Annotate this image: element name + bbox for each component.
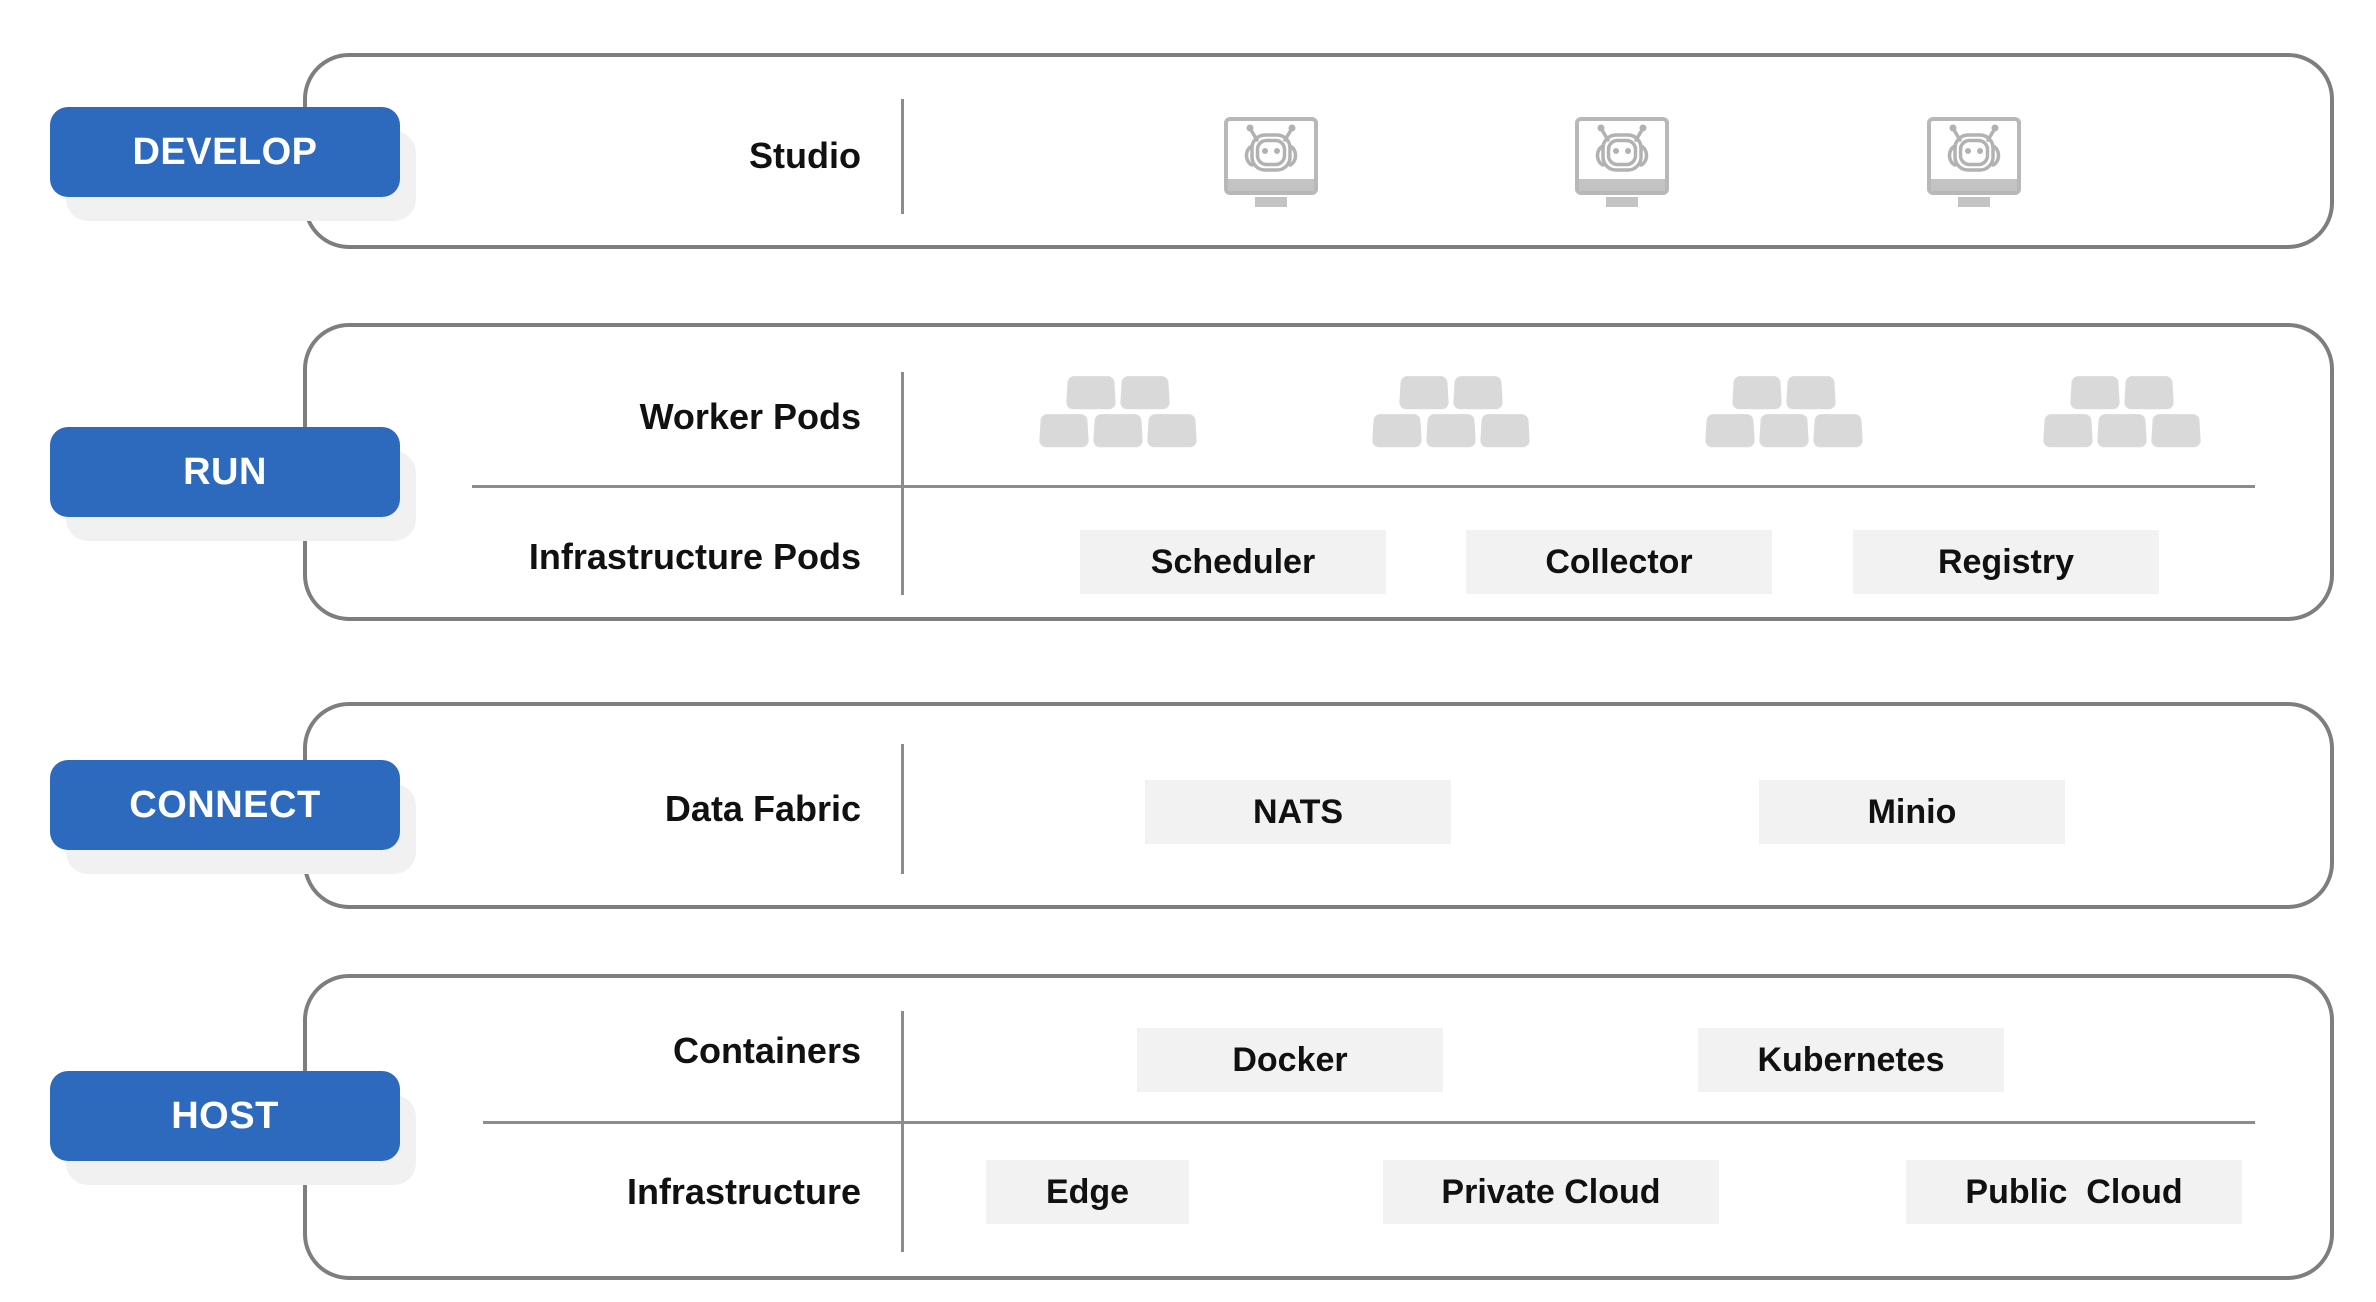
data-fabric-label: Data Fabric (664, 788, 861, 829)
divider (472, 485, 2255, 488)
nats-chip: NATS (1145, 780, 1451, 844)
scheduler-chip: Scheduler (1080, 530, 1386, 594)
containers-label: Containers (672, 1030, 861, 1071)
registry-chip: Registry (1853, 530, 2159, 594)
minio-chip: Minio (1759, 780, 2065, 844)
divider (901, 744, 904, 874)
host-panel: Containers Infrastructure Docker Kuberne… (303, 974, 2334, 1280)
studio-label: Studio (749, 135, 861, 176)
connect-pill: CONNECT (50, 760, 416, 874)
divider (901, 1011, 904, 1252)
run-pill: RUN (50, 427, 416, 541)
robot-monitor-icon (1927, 117, 2021, 207)
develop-pill: DEVELOP (50, 107, 416, 221)
run-panel: Worker Pods Infrastructure Pods Schedule… (303, 323, 2334, 621)
infrastructure-label: Infrastructure (626, 1171, 861, 1212)
connect-panel: Data Fabric NATS Minio (303, 702, 2334, 909)
develop-panel: Studio (303, 53, 2334, 249)
connect-pill-label: CONNECT (50, 760, 400, 850)
pod-cluster-icon (1704, 375, 1864, 448)
divider (901, 372, 904, 595)
worker-pods-label: Worker Pods (639, 396, 861, 437)
pod-cluster-icon (1038, 375, 1198, 448)
kubernetes-chip: Kubernetes (1698, 1028, 2004, 1092)
divider (901, 99, 904, 214)
pod-cluster-icon (2042, 375, 2202, 448)
public-cloud-chip: Public Cloud (1906, 1160, 2242, 1224)
develop-pill-label: DEVELOP (50, 107, 400, 197)
robot-monitor-icon (1224, 117, 1318, 207)
host-pill-label: HOST (50, 1071, 400, 1161)
divider (483, 1121, 2255, 1124)
edge-chip: Edge (986, 1160, 1189, 1224)
docker-chip: Docker (1137, 1028, 1443, 1092)
host-pill: HOST (50, 1071, 416, 1185)
run-pill-label: RUN (50, 427, 400, 517)
pod-cluster-icon (1371, 375, 1531, 448)
private-cloud-chip: Private Cloud (1383, 1160, 1719, 1224)
infrastructure-pods-label: Infrastructure Pods (528, 536, 861, 577)
robot-monitor-icon (1575, 117, 1669, 207)
collector-chip: Collector (1466, 530, 1772, 594)
